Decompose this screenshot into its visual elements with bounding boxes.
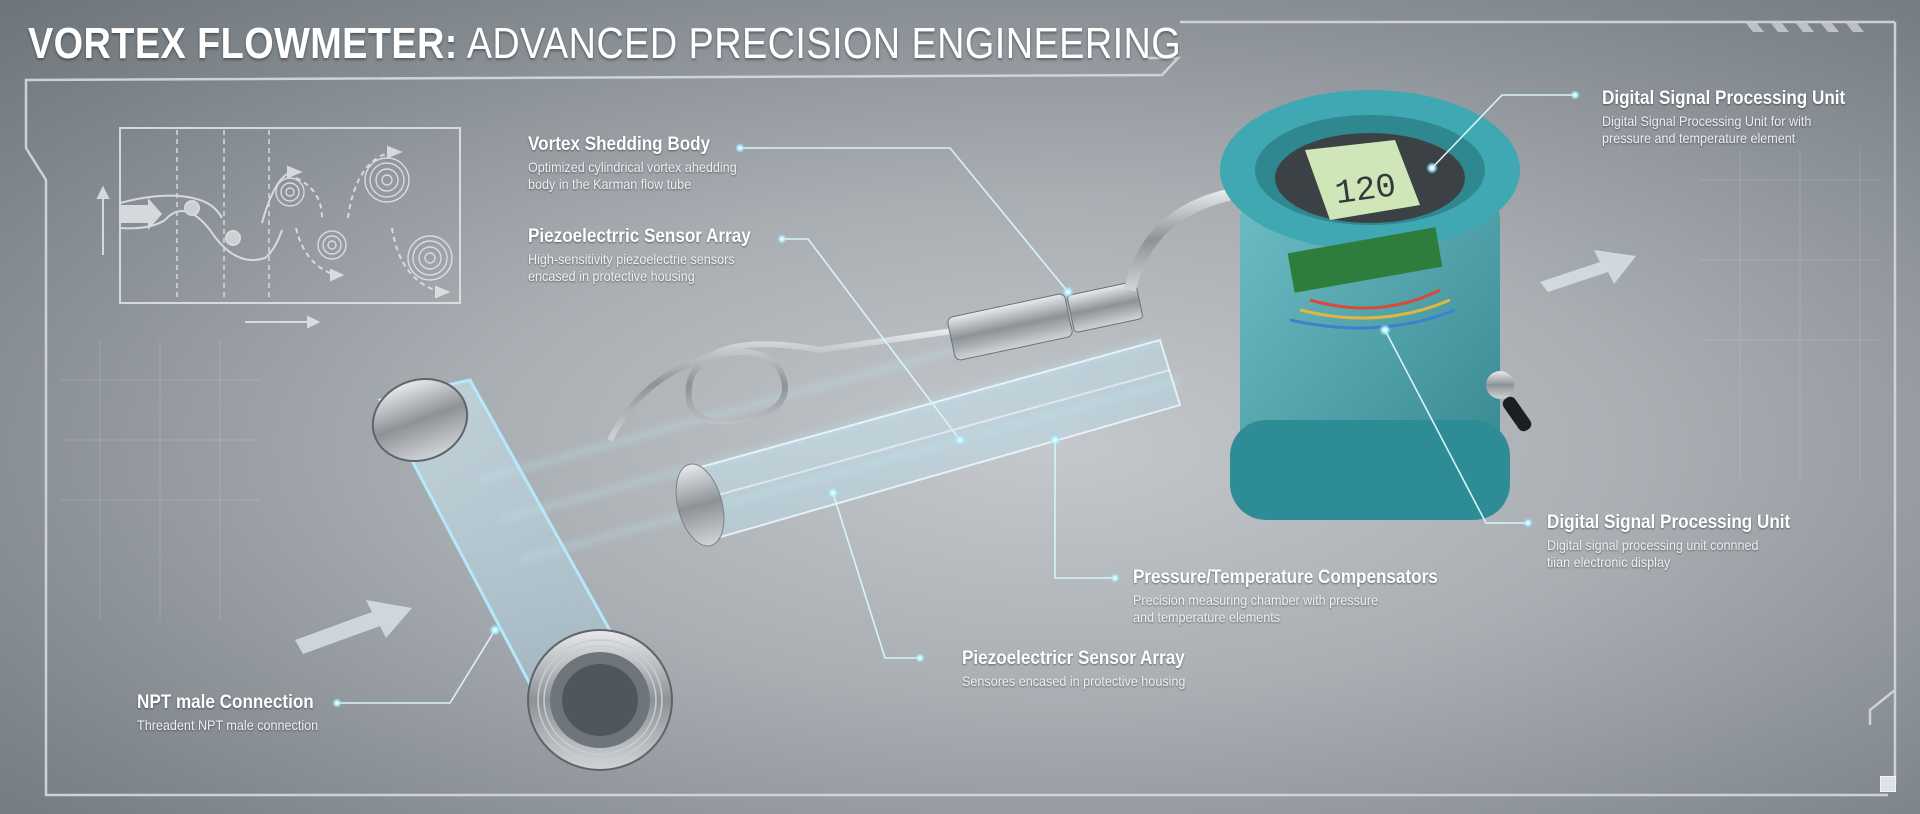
- vortex-diagram: [96, 127, 461, 329]
- flow-arrow-left: [295, 600, 412, 654]
- corner-marker: [1880, 776, 1896, 792]
- callout-description: body in the Karman flow tube: [528, 176, 692, 192]
- callout-heading: Pressure/Temperature Compensators: [1133, 567, 1438, 588]
- title-bold: VORTEX FLOWMETER:: [28, 19, 458, 68]
- callout-heading: Piezoelectrric Sensor Array: [528, 226, 751, 247]
- callout-description: Digital Signal Processing Unit for with: [1602, 113, 1812, 129]
- impulse-coil: [607, 327, 961, 442]
- sensor-fitting: [947, 184, 1261, 361]
- callout-description: pressure and temperature element: [1602, 130, 1796, 146]
- callout-description: High-sensitivity piezoelectrie sensors: [528, 251, 735, 267]
- callout-vortex-shedding-body: Vortex Shedding Body Optimized cylindric…: [528, 134, 760, 193]
- callout-description: Threadent NPT male connection: [137, 717, 319, 733]
- callout-piezoelectric-sensor-array-top: Piezoelectrric Sensor Array High-sensiti…: [528, 226, 775, 285]
- callout-description: Digital signal processing unit connned: [1547, 537, 1759, 553]
- callout-piezoelectric-sensor-array-bottom: Piezoelectricr Sensor Array Sensores enc…: [962, 648, 1210, 690]
- callout-description: Precision measuring chamber with pressur…: [1133, 592, 1379, 608]
- callout-description: and temperature elements: [1133, 609, 1281, 625]
- callout-heading: NPT male Connection: [137, 692, 314, 713]
- flow-arrow-right: [1540, 250, 1636, 292]
- callout-heading: Vortex Shedding Body: [528, 134, 711, 155]
- svg-text:120: 120: [1333, 168, 1399, 214]
- page-title: VORTEX FLOWMETER: ADVANCED PRECISION ENG…: [28, 22, 1181, 66]
- title-light: ADVANCED PRECISION ENGINEERING: [457, 19, 1182, 68]
- callout-digital-signal-processing-unit-top: Digital Signal Processing Unit Digital S…: [1602, 88, 1872, 147]
- callout-heading: Digital Signal Processing Unit: [1602, 88, 1846, 109]
- t-body-pipe: [371, 377, 673, 771]
- callout-description: Optimized cylindrical vortex ahedding: [528, 159, 737, 175]
- callout-digital-signal-processing-unit-bottom: Digital Signal Processing Unit Digital s…: [1547, 512, 1817, 571]
- callout-description: Sensores encased in protective housing: [962, 673, 1186, 689]
- callout-npt-male-connection: NPT male Connection Threadent NPT male c…: [137, 692, 338, 734]
- flow-tube: [675, 338, 1182, 547]
- callout-description: encased in protective housing: [528, 268, 695, 284]
- callout-description: tiian electronic display: [1547, 554, 1671, 570]
- callout-pressure-temperature-compensators: Pressure/Temperature Compensators Precis…: [1133, 567, 1472, 626]
- callout-heading: Digital Signal Processing Unit: [1547, 512, 1791, 533]
- callout-heading: Piezoelectricr Sensor Array: [962, 648, 1185, 669]
- transmitter-housing: 120: [1220, 90, 1532, 520]
